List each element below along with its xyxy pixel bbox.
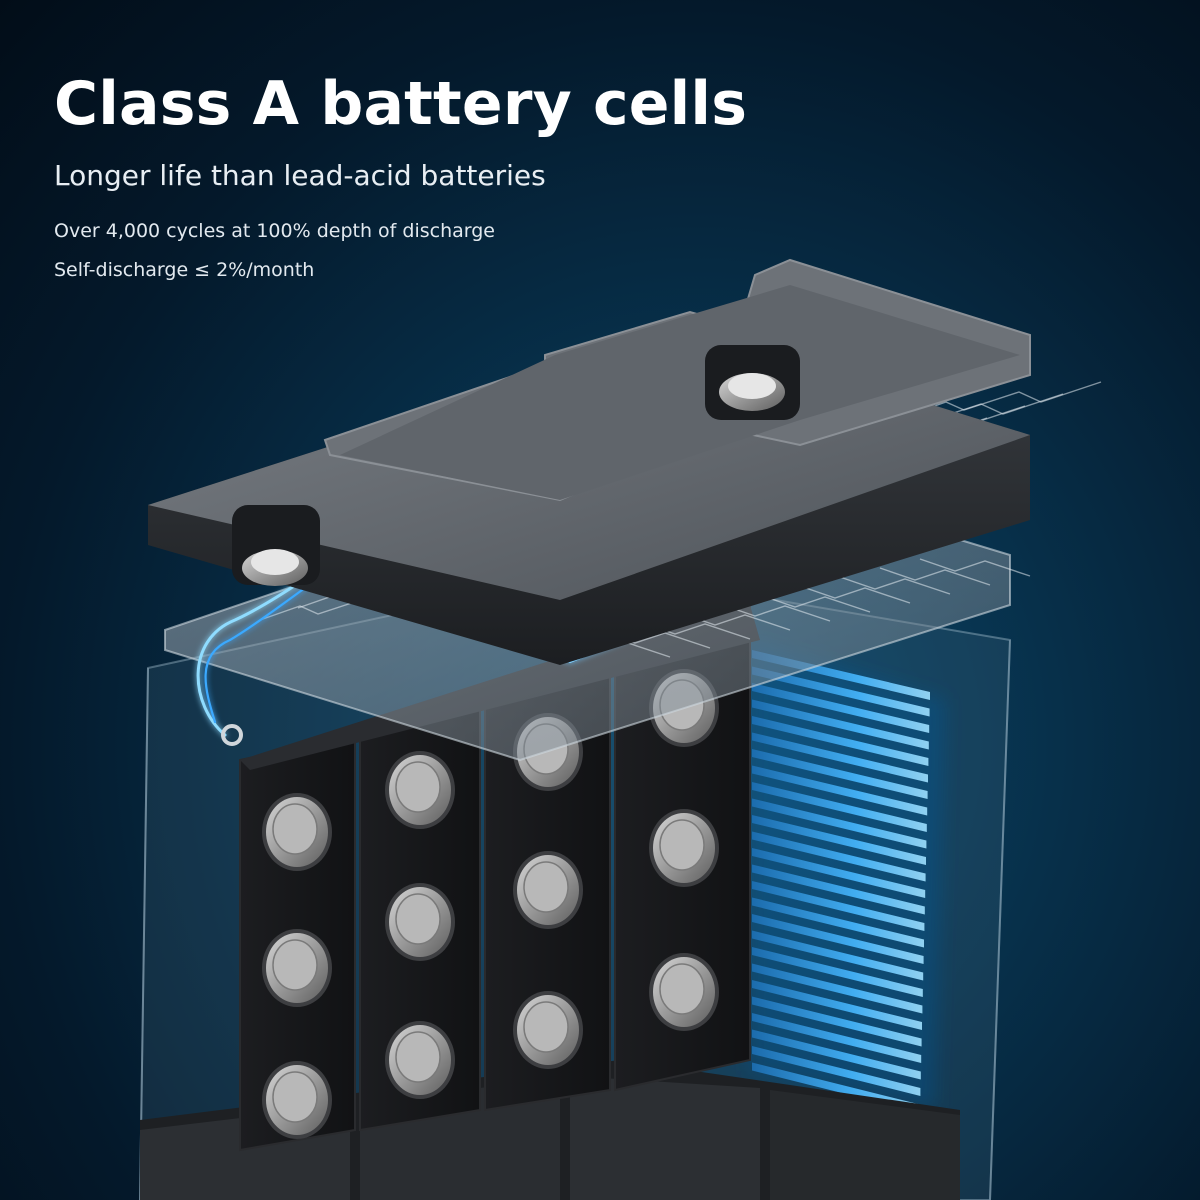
cooling-fin — [752, 765, 928, 816]
cell-terminal-icon — [385, 751, 455, 829]
cooling-fin — [752, 749, 928, 799]
cooling-fin — [752, 980, 922, 1030]
cooling-fin — [752, 930, 924, 981]
cell-terminal-icon — [385, 883, 455, 961]
cooling-fin — [752, 914, 924, 964]
cooling-fin — [752, 897, 924, 948]
cooling-fin — [752, 848, 926, 898]
cooling-fin — [752, 782, 927, 832]
subheadline: Longer life than lead-acid batteries — [54, 159, 546, 192]
cooling-fin — [752, 881, 925, 931]
battery-cells — [239, 603, 760, 1152]
cooling-fin — [752, 963, 923, 1014]
cell-terminal-icon — [649, 809, 719, 887]
cooling-fin — [752, 947, 923, 997]
pcb-trace — [919, 558, 1031, 577]
cooling-fin — [752, 666, 930, 717]
pcb-trace — [879, 567, 991, 586]
cooling-fin — [752, 831, 926, 882]
cooling-fin — [752, 798, 927, 849]
cooling-fin — [752, 1046, 921, 1096]
cell-terminal-icon — [649, 953, 719, 1031]
cell-cooling-fins — [750, 640, 945, 1113]
cell-terminal-icon — [262, 793, 332, 871]
cell-terminal-icon — [513, 991, 583, 1069]
headline: Class A battery cells — [54, 69, 748, 139]
cooling-fin — [752, 1029, 921, 1080]
cooling-fin — [752, 683, 930, 733]
pcb-trace — [759, 594, 871, 613]
cell-terminal-icon — [262, 1061, 332, 1139]
lid-terminal-negative-icon — [232, 505, 320, 586]
pcb-trace — [839, 576, 951, 595]
cell-terminal-icon — [262, 929, 332, 1007]
cooling-fin — [752, 732, 928, 783]
pcb-trace — [799, 585, 911, 604]
cooling-fin — [752, 716, 929, 766]
spec-cycle-life: Over 4,000 cycles at 100% depth of disch… — [54, 220, 495, 242]
cooling-fin — [752, 996, 922, 1047]
cell-terminal-icon — [385, 1021, 455, 1099]
cooling-fin — [752, 864, 925, 915]
spec-self-discharge: Self-discharge ≤ 2%/month — [54, 259, 315, 281]
cooling-fin — [752, 699, 929, 750]
cooling-fin — [752, 815, 926, 865]
battery-lid — [148, 258, 1031, 665]
lid-terminal-positive-icon — [705, 345, 800, 420]
cell-terminal-icon — [513, 851, 583, 929]
pcb-trace — [905, 381, 1102, 417]
cooling-fin — [752, 1013, 922, 1063]
